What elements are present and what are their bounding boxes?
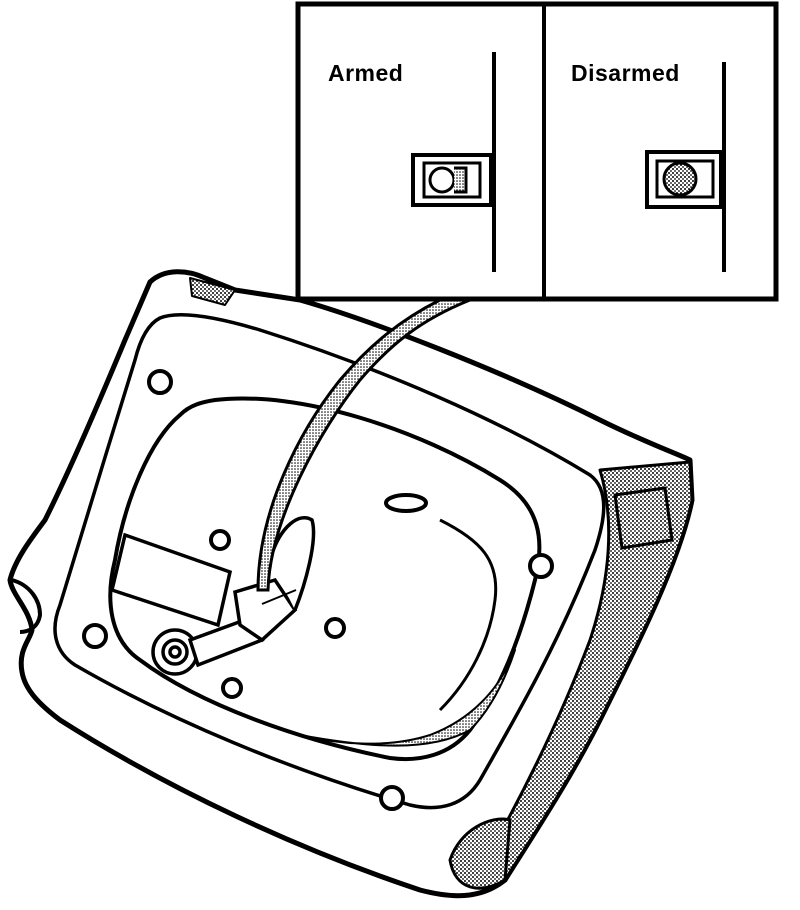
armed-panel: [411, 52, 496, 272]
vent-slot: [384, 493, 428, 513]
disarmed-panel: [645, 62, 726, 272]
arming-connector: [151, 516, 316, 676]
mounting-hole: [209, 529, 231, 551]
disarmed-label: Disarmed: [571, 60, 680, 86]
mounting-hole: [221, 677, 243, 699]
right-tab: [613, 486, 674, 550]
mounting-hole: [82, 623, 108, 649]
mounting-hole: [147, 369, 173, 395]
mounting-hole: [528, 553, 554, 579]
mounting-holes: [82, 369, 554, 811]
mounting-hole: [324, 617, 346, 639]
armed-label: Armed: [328, 60, 404, 86]
inner-ring: [53, 313, 606, 810]
device-housing: [7, 269, 695, 899]
bottom-notch: [448, 817, 512, 890]
label-plate: [109, 532, 233, 628]
left-notch: [11, 578, 42, 634]
pocket-shading: [299, 649, 516, 747]
inset-box: [295, 1, 779, 302]
corner-shading: [189, 277, 236, 306]
pocket-wall: [438, 518, 498, 712]
mounting-hole: [379, 785, 405, 811]
recessed-pocket: [108, 396, 542, 762]
disarmed-indicator: [662, 161, 698, 197]
armed-indicator: [428, 166, 456, 194]
